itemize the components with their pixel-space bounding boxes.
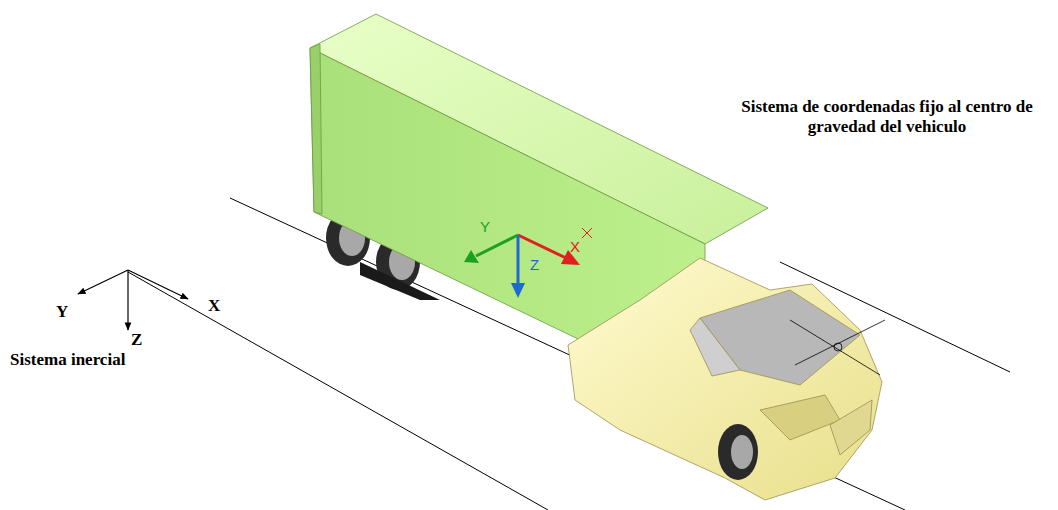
cargo-box (310, 14, 768, 400)
inertial-axes (78, 270, 188, 330)
crosshair (790, 320, 885, 375)
truck-cab (568, 258, 882, 500)
axis-label: Y (480, 218, 490, 235)
axis-label: Y (56, 302, 68, 322)
system-caption: Sistema de coordenadas fijo al centro de… (737, 97, 1037, 137)
axis-label: X (208, 296, 220, 316)
front-wheel (718, 424, 758, 480)
vehicle-axes (464, 228, 592, 298)
axis-label: Z (131, 330, 142, 350)
axis-label: Z (530, 256, 539, 273)
system-caption: Sistema inercial (10, 350, 125, 370)
axis-label: X (570, 238, 580, 255)
